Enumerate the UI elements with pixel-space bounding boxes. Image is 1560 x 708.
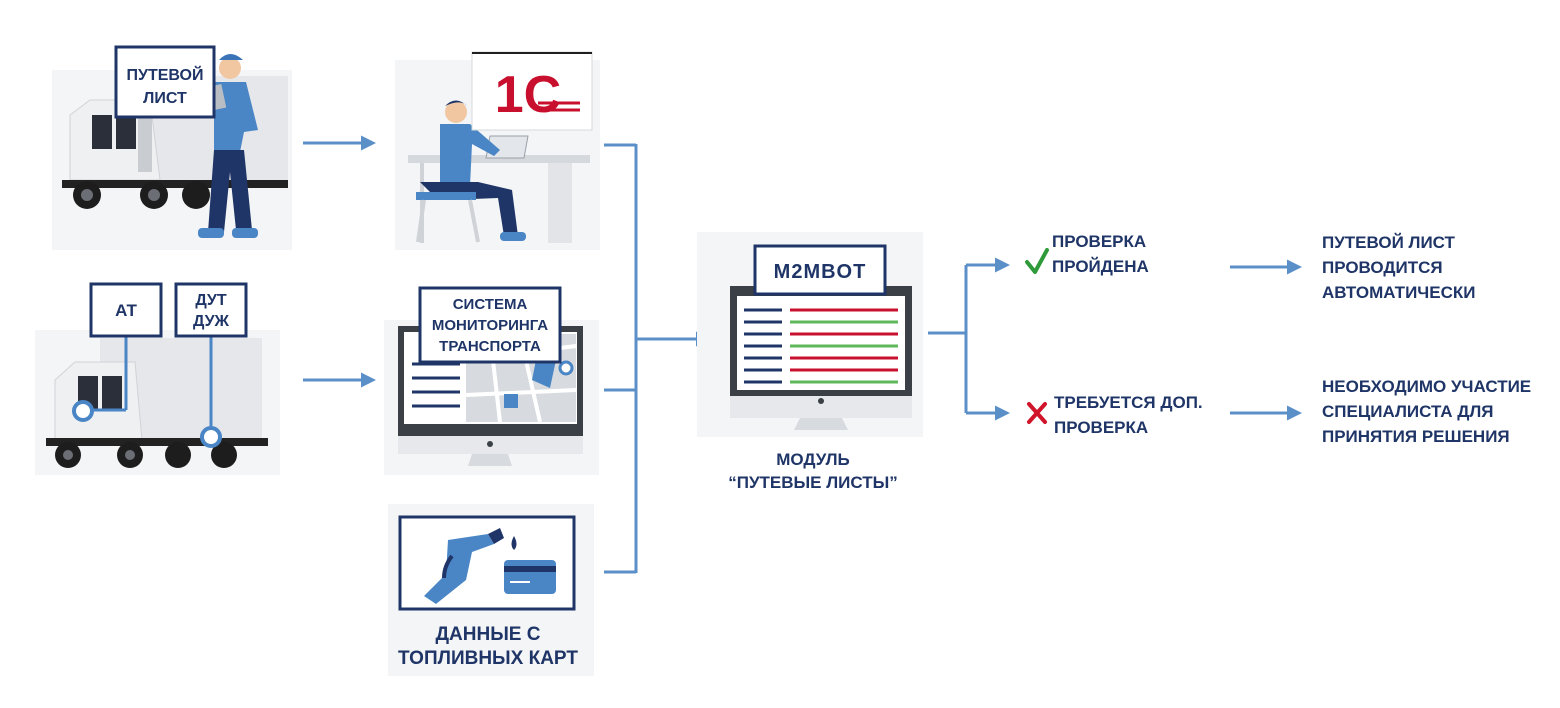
truck-sensors-illustration — [35, 330, 280, 475]
outcome-check-line-2: ПРОВЕРКА — [1054, 418, 1149, 437]
check-result-line-2: СПЕЦИАЛИСТА ДЛЯ — [1322, 402, 1494, 421]
sensor-at-label: АТ — [115, 301, 137, 320]
sensor-dut-line-2: ДУЖ — [193, 313, 230, 330]
cross-icon — [1027, 402, 1047, 424]
monitoring-tag-line-3: ТРАНСПОРТА — [439, 338, 541, 355]
sensor-at-tag: АТ — [89, 282, 163, 338]
sensor-dut-point-icon — [200, 426, 222, 448]
fuel-card-illustration — [388, 504, 594, 676]
one-c-logo-text: 1С — [495, 66, 561, 124]
check-result-line-3: ПРИНЯТИЯ РЕШЕНИЯ — [1322, 427, 1510, 446]
monitoring-tag: СИСТЕМА МОНИТОРИНГА ТРАНСПОРТА — [418, 286, 562, 364]
module-caption-line-1: МОДУЛЬ — [776, 450, 850, 469]
monitoring-tag-line-2: МОНИТОРИНГА — [432, 317, 548, 334]
check-result-label: НЕОБХОДИМО УЧАСТИЕ СПЕЦИАЛИСТА ДЛЯ ПРИНЯ… — [1322, 374, 1531, 449]
outcome-check-label: ТРЕБУЕТСЯ ДОП. ПРОВЕРКА — [1054, 390, 1203, 440]
passed-result-label: ПУТЕВОЙ ЛИСТ ПРОВОДИТСЯ АВТОМАТИЧЕСКИ — [1322, 230, 1475, 305]
m2mbot-logo: M2MBOT — [753, 244, 887, 296]
sensor-at-point-icon — [72, 400, 94, 422]
outcome-passed-line-1: ПРОВЕРКА — [1052, 232, 1147, 251]
fuel-cards-line-1: ДАННЫЕ С — [436, 624, 541, 645]
outcome-bracket — [928, 265, 968, 413]
fuel-card-icon — [504, 560, 556, 594]
waybill-tag-line-2: ЛИСТ — [143, 90, 187, 107]
waybill-tag-line-1: ПУТЕВОЙ — [127, 65, 204, 84]
check-icon — [1025, 248, 1049, 274]
one-c-logo: 1С — [471, 51, 593, 131]
passed-result-line-1: ПУТЕВОЙ ЛИСТ — [1322, 233, 1455, 252]
waybill-tag: ПУТЕВОЙ ЛИСТ — [114, 45, 216, 119]
outcome-passed-label: ПРОВЕРКА ПРОЙДЕНА — [1052, 229, 1149, 279]
fuel-drop-icon — [511, 536, 517, 550]
m2mbot-logo-text: M2MBOT — [774, 261, 867, 283]
sensor-dut-tag: ДУТ ДУЖ — [174, 282, 248, 338]
outcome-check-line-1: ТРЕБУЕТСЯ ДОП. — [1054, 393, 1203, 412]
passed-result-line-3: АВТОМАТИЧЕСКИ — [1322, 283, 1476, 302]
fuel-cards-line-2: ТОПЛИВНЫХ КАРТ — [398, 648, 578, 669]
outcome-passed-line-2: ПРОЙДЕНА — [1052, 257, 1149, 276]
check-result-line-1: НЕОБХОДИМО УЧАСТИЕ — [1322, 377, 1532, 396]
collector-bracket — [604, 143, 638, 574]
passed-result-line-2: ПРОВОДИТСЯ — [1322, 258, 1443, 277]
sensor-dut-line-1: ДУТ — [195, 292, 227, 309]
module-caption-line-2: “ПУТЕВЫЕ ЛИСТЫ” — [728, 473, 898, 492]
monitoring-tag-line-1: СИСТЕМА — [453, 296, 528, 313]
